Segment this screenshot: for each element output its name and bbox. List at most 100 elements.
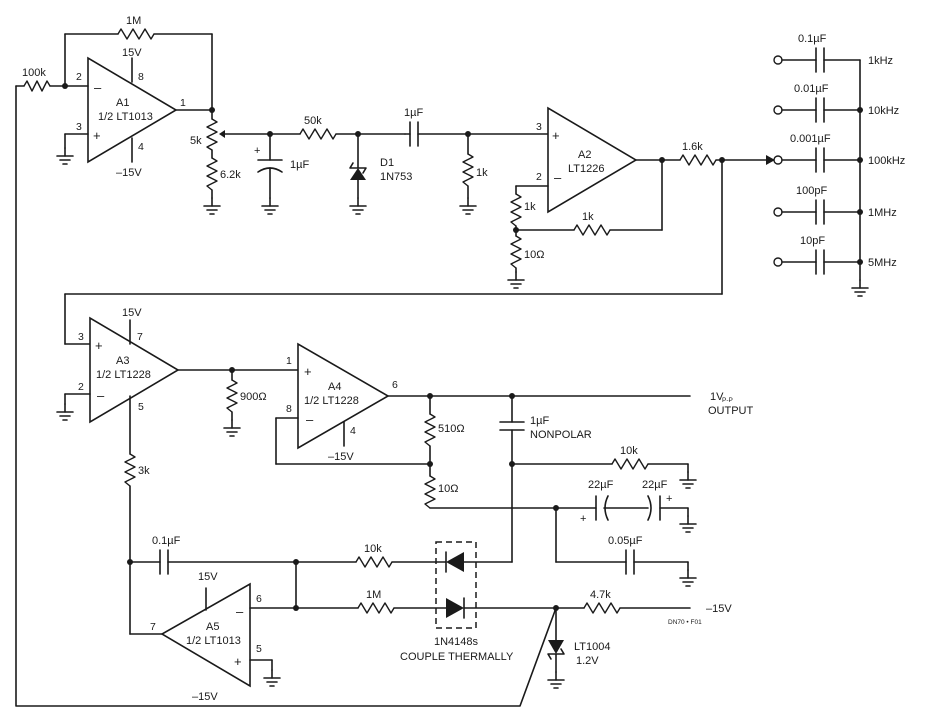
freq-option-1mhz[interactable]: 100pF 1MHz bbox=[773, 185, 897, 225]
resistor-10k-out bbox=[611, 458, 649, 470]
a5-name: A5 bbox=[206, 621, 219, 633]
resistor-1m-a5 bbox=[357, 602, 395, 614]
a1-part: 1/2 LT1013 bbox=[98, 111, 153, 123]
pot-5k-label: 5k bbox=[190, 135, 202, 147]
resistor-100k bbox=[23, 80, 51, 92]
a1-vpos: 15V bbox=[122, 47, 142, 59]
resistor-3k bbox=[124, 453, 136, 487]
r-900ohm-label: 900Ω bbox=[240, 391, 267, 403]
a3-op-amp: + – A3 1/2 LT1228 bbox=[89, 316, 180, 424]
freq-option-100khz[interactable]: 0.001µF 100kHz bbox=[773, 133, 905, 173]
output-label: OUTPUT bbox=[708, 405, 754, 417]
svg-text:–: – bbox=[97, 388, 105, 403]
svg-text:+: + bbox=[95, 338, 103, 353]
resistor-6k2 bbox=[206, 157, 218, 191]
a3-pin-bias: 5 bbox=[138, 401, 144, 413]
c-0-1uf-a5-label: 0.1µF bbox=[152, 535, 181, 547]
freq-cap-label: 100pF bbox=[796, 185, 827, 197]
resistor-1k-shunt bbox=[462, 153, 474, 187]
resistor-4k7 bbox=[583, 602, 621, 614]
a1-pin-out: 1 bbox=[180, 97, 186, 109]
resistor-1m-feedback bbox=[117, 28, 155, 40]
a3-pin-vpos: 7 bbox=[137, 331, 143, 343]
a4-op-amp: + – A4 1/2 LT1228 bbox=[297, 342, 390, 450]
freq-cap-label: 0.01µF bbox=[794, 83, 829, 95]
potentiometer-5k bbox=[206, 118, 218, 151]
freq-option-1khz[interactable]: 0.1µF 1kHz bbox=[773, 33, 893, 73]
a2-pin-in-neg: 2 bbox=[536, 171, 542, 183]
r-1m-feedback-label: 1M bbox=[126, 15, 141, 27]
r-100k-label: 100k bbox=[22, 67, 46, 79]
ref-voltage: 1.2V bbox=[576, 655, 599, 667]
capacitor-22uf-b bbox=[647, 495, 652, 521]
freq-label: 5MHz bbox=[868, 257, 897, 269]
output-level: 1V bbox=[710, 391, 724, 403]
freq-label: 10kHz bbox=[868, 105, 899, 117]
r-10k-diode-label: 10k bbox=[364, 543, 382, 555]
c-1uf-coupling-label: 1µF bbox=[404, 107, 423, 119]
svg-text:–: – bbox=[236, 604, 244, 619]
freq-cap-label: 0.001µF bbox=[790, 133, 831, 145]
a4-vneg: –15V bbox=[328, 451, 354, 463]
a5-pin-in-neg: 6 bbox=[256, 593, 262, 605]
c-22uf-a-label: 22µF bbox=[588, 479, 614, 491]
c-nonpolar-value: 1µF bbox=[530, 415, 549, 427]
svg-text:+: + bbox=[304, 364, 312, 379]
freq-option-10khz[interactable]: 0.01µF 10kHz bbox=[773, 83, 899, 123]
freq-label: 1kHz bbox=[868, 55, 893, 67]
c-0-05uf-label: 0.05µF bbox=[608, 535, 643, 547]
a4-part: 1/2 LT1228 bbox=[304, 395, 359, 407]
a1-name: A1 bbox=[116, 97, 129, 109]
r-1k-a2-neg-label: 1k bbox=[524, 201, 536, 213]
output-sub: P-P bbox=[722, 397, 733, 404]
freq-cap-label: 0.1µF bbox=[798, 33, 827, 45]
drawing-code: DN70 • F01 bbox=[668, 619, 702, 626]
resistor-10k-diode bbox=[355, 556, 393, 568]
a3-vpos: 15V bbox=[122, 307, 142, 319]
diode-lower bbox=[446, 597, 465, 619]
freq-label: 100kHz bbox=[868, 155, 905, 167]
r-1k-a2-fb-label: 1k bbox=[582, 211, 594, 223]
r-1m-a5-label: 1M bbox=[366, 589, 381, 601]
a3-pin-in-neg: 2 bbox=[78, 381, 84, 393]
svg-text:+: + bbox=[580, 513, 586, 525]
svg-text:+: + bbox=[234, 654, 242, 669]
svg-text:–: – bbox=[94, 80, 102, 95]
r-6k2-label: 6.2k bbox=[220, 169, 241, 181]
a5-part: 1/2 LT1013 bbox=[186, 635, 241, 647]
r-50k-label: 50k bbox=[304, 115, 322, 127]
a4-pin-in-pos: 1 bbox=[286, 355, 292, 367]
resistor-10ohm-a4 bbox=[424, 475, 436, 509]
svg-text:–: – bbox=[306, 412, 314, 427]
r-10ohm-a2-label: 10Ω bbox=[524, 249, 544, 261]
c-1uf-filter-label: 1µF bbox=[290, 159, 309, 171]
a4-pin-vneg: 4 bbox=[350, 425, 356, 437]
a5-vpos: 15V bbox=[198, 571, 218, 583]
a1-pin-in-pos: 3 bbox=[76, 121, 82, 133]
a1-pin-vneg: 4 bbox=[138, 141, 144, 153]
a1-op-amp: – + A1 1/2 LT1013 bbox=[87, 56, 178, 164]
frequency-selector: 0.1µF 1kHz 0.01µF 10kHz 0.001µF 100kHz bbox=[773, 33, 905, 297]
a1-pin-in-neg: 2 bbox=[76, 71, 82, 83]
svg-text:+: + bbox=[552, 128, 560, 143]
a2-part: LT1226 bbox=[568, 163, 605, 175]
c-nonpolar-label: NONPOLAR bbox=[530, 429, 592, 441]
resistor-1k6 bbox=[679, 154, 717, 166]
r-4k7-label: 4.7k bbox=[590, 589, 611, 601]
diodes-part: 1N4148s bbox=[434, 636, 479, 648]
a5-pin-out: 7 bbox=[150, 621, 156, 633]
diode-upper bbox=[445, 551, 464, 573]
a3-part: 1/2 LT1228 bbox=[96, 369, 151, 381]
r-510ohm-label: 510Ω bbox=[438, 423, 465, 435]
resistor-10ohm-a2 bbox=[510, 235, 522, 269]
svg-text:+: + bbox=[666, 493, 672, 505]
r-3k-label: 3k bbox=[138, 465, 150, 477]
diodes-note: COUPLE THERMALLY bbox=[400, 651, 514, 663]
a4-pin-in-neg: 8 bbox=[286, 403, 292, 415]
a2-name: A2 bbox=[578, 149, 591, 161]
a1-vneg: –15V bbox=[116, 167, 142, 179]
svg-text:+: + bbox=[254, 145, 260, 157]
c-22uf-b-label: 22µF bbox=[642, 479, 668, 491]
freq-option-5mhz[interactable]: 10pF 5MHz bbox=[773, 235, 897, 275]
